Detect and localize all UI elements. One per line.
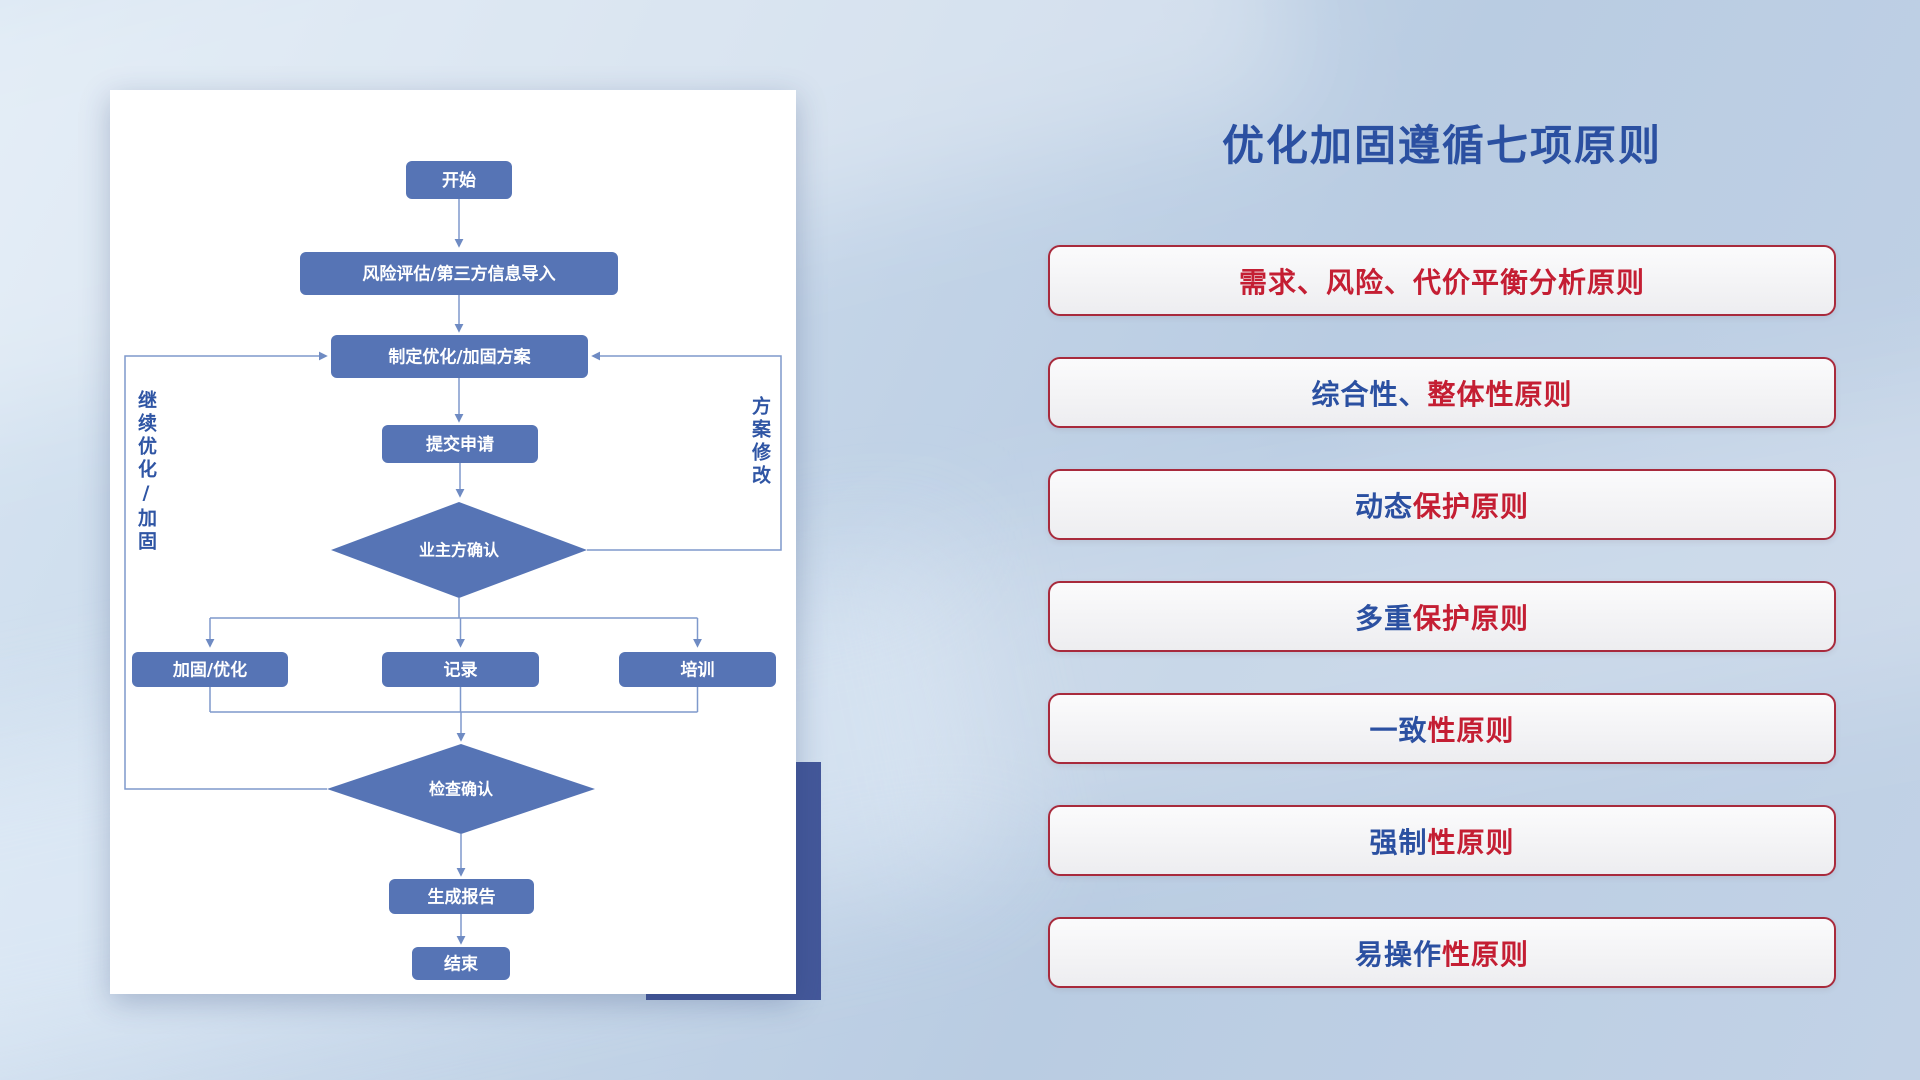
node-report-label: 生成报告	[428, 886, 496, 907]
principle-box: 多重保护原则	[1048, 581, 1836, 652]
node-risk-import-label: 风险评估/第三方信息导入	[362, 263, 555, 284]
loop-label-plan-revise: 方案修改	[749, 396, 771, 488]
flow-connectors	[124, 199, 782, 945]
flow-nodes: 开始 风险评估/第三方信息导入 制定优化/加固方案 提交申请 业主方确认 加固/…	[132, 161, 776, 980]
principle-text-segment: 整体性原则	[1427, 377, 1573, 411]
loop-label-continue-optimize: 继续优化/加固	[135, 390, 157, 554]
node-end	[412, 947, 510, 980]
connector-merge-bottom	[209, 687, 699, 713]
node-record-label: 记录	[444, 660, 478, 680]
node-start	[406, 161, 512, 199]
node-risk-import	[300, 252, 618, 295]
node-submit-label: 提交申请	[426, 434, 494, 455]
principle-text-segment: 动态	[1354, 489, 1413, 523]
connector-split-top	[210, 598, 698, 619]
principle-text-segment: 性原则	[1427, 825, 1515, 859]
principle-box: 一致性原则	[1048, 693, 1836, 764]
node-reinforce	[132, 652, 288, 687]
node-check-confirm-label: 检查确认	[429, 780, 494, 799]
node-end-label: 结束	[444, 953, 478, 974]
principle-text-segment: 一致	[1369, 713, 1428, 747]
node-make-plan	[331, 335, 588, 378]
loop-continue-optimize	[124, 351, 328, 790]
principle-text-segment: 保护原则	[1413, 601, 1530, 635]
node-reinforce-label: 加固/优化	[172, 659, 247, 680]
principle-text-segment: 多重	[1354, 601, 1413, 635]
node-submit	[382, 425, 538, 463]
panel-title: 优化加固遵循七项原则	[1221, 121, 1662, 170]
node-report	[389, 879, 534, 914]
node-check-confirm	[327, 744, 595, 834]
principle-box: 需求、风险、代价平衡分析原则	[1048, 245, 1836, 316]
principle-box: 易操作性原则	[1048, 917, 1836, 988]
principle-text-segment: 性原则	[1442, 937, 1530, 971]
principles-list: 需求、风险、代价平衡分析原则综合性、整体性原则动态保护原则多重保护原则一致性原则…	[1048, 245, 1836, 1029]
principle-box: 动态保护原则	[1048, 469, 1836, 540]
loop-plan-revise	[587, 351, 782, 551]
principle-text-segment: 需求、风险、代价平衡分析原则	[1238, 265, 1645, 299]
node-train	[619, 652, 776, 687]
node-record	[382, 652, 539, 687]
node-owner-confirm	[331, 502, 587, 598]
principle-text-segment: 综合性、	[1311, 377, 1428, 411]
principle-text-segment: 强制	[1369, 825, 1428, 859]
principle-box: 综合性、整体性原则	[1048, 357, 1836, 428]
node-start-label: 开始	[442, 170, 476, 191]
node-owner-confirm-label: 业主方确认	[419, 541, 500, 560]
flowchart-card: 开始 风险评估/第三方信息导入 制定优化/加固方案 提交申请 业主方确认 加固/…	[110, 90, 796, 994]
principle-text-segment: 保护原则	[1413, 489, 1530, 523]
principle-text-segment: 性原则	[1427, 713, 1515, 747]
flowchart: 开始 风险评估/第三方信息导入 制定优化/加固方案 提交申请 业主方确认 加固/…	[124, 161, 782, 980]
principle-text-segment: 易操作	[1354, 937, 1442, 971]
principle-box: 强制性原则	[1048, 805, 1836, 876]
node-make-plan-label: 制定优化/加固方案	[388, 346, 531, 367]
node-train-label: 培训	[681, 659, 715, 680]
